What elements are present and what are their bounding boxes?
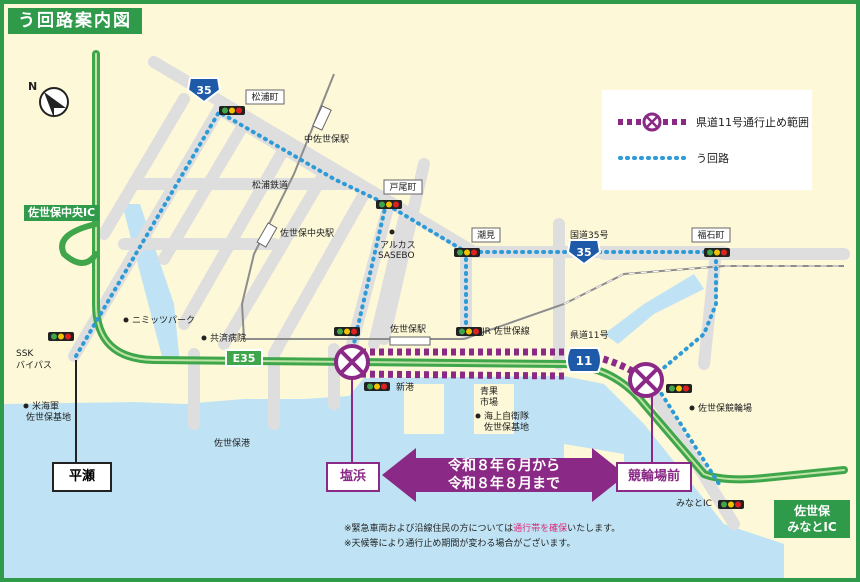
place-labels: 中佐世保駅 松浦鉄道 佐世保中央駅 アルカス SASEBO 佐世保駅 JR 佐世… (16, 133, 752, 509)
label-jmsdf1: 海上自衛隊 (484, 410, 529, 422)
period-arrow (382, 448, 626, 502)
label-ssk1: SSK (16, 349, 34, 359)
label-kokudo35: 国道35号 (570, 229, 608, 241)
label-ssk2: バイパス (16, 360, 52, 371)
closure-segment-lower (351, 370, 565, 380)
period-line1: 令和８年６月から (448, 458, 560, 474)
route-35-top-text: 35 (196, 84, 211, 97)
label-seika2: 市場 (480, 396, 498, 408)
label-sasebo-chuo-sta: 佐世保中央駅 (280, 227, 334, 239)
label-sasebo-sta: 佐世保駅 (390, 323, 426, 335)
label-matsuura-rail: 松浦鉄道 (252, 179, 288, 191)
map-title: う回路案内図 (8, 8, 142, 34)
label-seika1: 青果 (480, 385, 498, 397)
label-us-navy1: 米海軍 (32, 400, 59, 412)
label-nimitz: ニミッツパーク (132, 315, 195, 326)
jr-rail-line (244, 265, 844, 340)
signal-label-matsuura: 松浦町 (251, 91, 278, 103)
legend-closure: 県道11号通行止め範囲 (616, 112, 809, 132)
closure-legend-icon (618, 112, 686, 132)
closure-marker-east (628, 362, 664, 398)
minato-ic-line1: 佐世保 (793, 504, 830, 518)
hirase-label: 平瀬 (52, 462, 112, 492)
pier-seika (474, 384, 514, 434)
station-sasebo (389, 336, 431, 346)
minato-ic-line2: みなとIC (787, 520, 837, 534)
route-35-mid-text: 35 (576, 246, 591, 259)
endpoint-east: 競輪場前 (616, 462, 692, 492)
label-keirinjo: 佐世保競輪場 (698, 402, 752, 414)
label-shinko: 新港 (396, 381, 414, 393)
e35-badge: E35 (225, 349, 263, 367)
map-canvas: 35 35 11 E35 松浦町 戸尾町 潮見 福石町 中佐世保駅 松浦鉄道 佐… (4, 50, 850, 578)
route-35-badge-mid: 35 (566, 239, 602, 266)
label-naka-sasebo: 中佐世保駅 (304, 133, 349, 145)
note-2: ※天候等により通行止め期間が変わる場合がございます。 (344, 539, 576, 549)
note-1: ※緊急車両および沿線住民の方については通行帯を確保いたします。 (344, 524, 621, 534)
chuo-ic-label: 佐世保中央IC (24, 205, 100, 221)
closure-period: 令和８年６月から 令和８年８月まで (384, 448, 624, 502)
station-naka-sasebo (312, 105, 332, 131)
signal-label-fukuishi: 福石町 (697, 229, 724, 241)
notes: ※緊急車両および沿線住民の方については通行帯を確保いたします。 ※天候等により通… (344, 522, 620, 552)
label-arkas2: SASEBO (378, 251, 415, 261)
pier-shinko (404, 384, 444, 434)
label-arkas1: アルカス (380, 240, 416, 251)
label-minato-small: みなとIC (676, 498, 712, 509)
endpoint-west: 塩浜 (326, 462, 380, 492)
detour-legend-icon (618, 156, 688, 160)
label-jmsdf2: 佐世保基地 (484, 421, 529, 433)
label-jr-line: JR 佐世保線 (481, 325, 530, 337)
svg-text:N: N (28, 80, 37, 93)
jr-rail-dash (563, 265, 844, 305)
station-sasebo-chuo (256, 222, 278, 248)
signal-label-boxes: 松浦町 戸尾町 潮見 福石町 (245, 89, 731, 243)
period-line2: 令和８年８月まで (448, 476, 560, 492)
e35-text: E35 (233, 352, 256, 365)
label-us-navy2: 佐世保基地 (26, 411, 71, 423)
signal-label-shiomi: 潮見 (477, 229, 495, 241)
legend-detour-label: う回路 (696, 152, 729, 165)
signal-label-tobi: 戸尾町 (389, 182, 416, 193)
river (604, 274, 704, 344)
label-sasebo-port: 佐世保港 (214, 437, 250, 449)
label-kendo11: 県道11号 (570, 329, 608, 341)
label-kyosai: 共済病院 (210, 332, 246, 344)
route-11-badge: 11 (566, 347, 602, 373)
route-35-badge-top: 35 (186, 77, 222, 104)
north-arrow-icon: N (28, 80, 69, 118)
matsuura-rail (240, 73, 335, 340)
legend-detour: う回路 (616, 148, 729, 168)
traffic-signals (48, 106, 744, 509)
legend-closure-label: 県道11号通行止め範囲 (696, 116, 809, 129)
closure-marker-west (334, 344, 370, 380)
legend: 県道11号通行止め範囲 う回路 (602, 90, 812, 190)
route-11-text: 11 (576, 354, 593, 368)
minato-ic-label: 佐世保 みなとIC (774, 500, 850, 538)
